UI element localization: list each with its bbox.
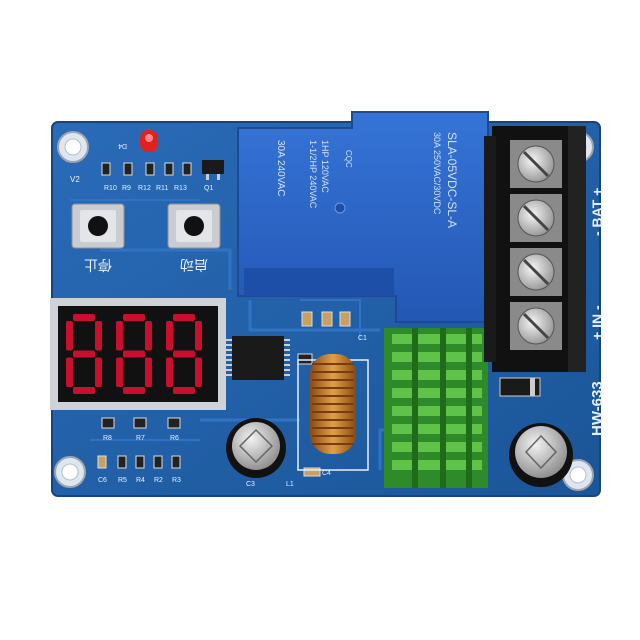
silk-r11: R11 bbox=[156, 185, 168, 192]
silk-r10: R10 bbox=[104, 185, 117, 192]
resistor-row-middle: R8 R7 R6 bbox=[101, 417, 181, 442]
segment-e bbox=[66, 357, 73, 387]
terminal-screw-2[interactable] bbox=[510, 194, 562, 242]
silk-c4: C4 bbox=[322, 470, 331, 477]
relay-model: SLA-05VDC-SL-A bbox=[445, 132, 459, 228]
segment-c bbox=[195, 357, 202, 387]
mounting-hole-top-left bbox=[57, 131, 89, 163]
silk-r5: R5 bbox=[118, 477, 127, 484]
relay-rating-3: 1-1/2HP 240VAC bbox=[308, 140, 318, 209]
segment-g bbox=[173, 350, 195, 358]
relay: SLA-05VDC-SL-A 30A 250VAC/30VDC 1HP 120V… bbox=[237, 111, 489, 323]
led-d4: D4 bbox=[118, 130, 158, 152]
start-button-label: 启动 bbox=[180, 257, 208, 273]
segment-c bbox=[145, 357, 152, 387]
silk-v2: V2 bbox=[70, 175, 80, 184]
inductor-coil: L1 bbox=[286, 354, 369, 488]
terminal-screw-3[interactable] bbox=[510, 248, 562, 296]
diode bbox=[499, 377, 541, 397]
resistor-row-bottom: C6 R5 R4 R2 R3 bbox=[97, 455, 181, 484]
segment-a bbox=[173, 314, 195, 321]
capacitor-c3: C3 bbox=[226, 418, 286, 488]
start-button[interactable]: 启动 bbox=[167, 203, 221, 273]
silk-d4: D4 bbox=[118, 142, 127, 149]
capacitor-c2 bbox=[509, 423, 573, 487]
relay-rating-1: 30A 250VAC/30VDC bbox=[432, 132, 442, 215]
silk-r13: R13 bbox=[174, 185, 187, 192]
segment-g bbox=[73, 350, 95, 358]
transistor-q1: Q1 bbox=[202, 160, 224, 192]
segment-g bbox=[123, 350, 145, 358]
board-model: HW-633 bbox=[589, 381, 606, 436]
display-digits bbox=[66, 314, 202, 394]
terminal-screw-1[interactable] bbox=[510, 140, 562, 188]
silk-c6: C6 bbox=[98, 477, 107, 484]
relay-rating-4: 30A 240VAC bbox=[275, 140, 286, 197]
segment-f bbox=[116, 321, 123, 351]
seven-segment-display: 888 bbox=[0, 0, 226, 410]
silk-l1: L1 bbox=[286, 481, 294, 488]
silk-c1: C1 bbox=[358, 335, 367, 342]
smd-parts-center: C4 C1 bbox=[297, 311, 367, 477]
terminal-label-bat: - BAT + bbox=[589, 188, 605, 236]
silk-r6: R6 bbox=[170, 435, 179, 442]
segment-e bbox=[116, 357, 123, 387]
resistor-row-top: R10 R9 R12 R11 R13 bbox=[101, 162, 192, 192]
segment-a bbox=[123, 314, 145, 321]
heatsink bbox=[384, 328, 488, 488]
silk-q1: Q1 bbox=[204, 185, 213, 192]
stop-button-label: 停止 bbox=[84, 257, 112, 273]
silk-r3: R3 bbox=[172, 477, 181, 484]
segment-d bbox=[73, 387, 95, 394]
stop-button[interactable]: 停止 bbox=[71, 203, 125, 273]
segment-f bbox=[66, 321, 73, 351]
relay-rating-2: 1HP 120VAC bbox=[320, 140, 330, 193]
segment-c bbox=[95, 357, 102, 387]
silk-c3: C3 bbox=[246, 481, 255, 488]
ic-chip bbox=[226, 336, 290, 380]
silk-r7: R7 bbox=[136, 435, 145, 442]
relay-cert-mark: CQC bbox=[344, 150, 353, 168]
silk-r4: R4 bbox=[136, 477, 145, 484]
terminal-screw-4[interactable] bbox=[510, 302, 562, 350]
mounting-hole-bottom-left bbox=[54, 456, 86, 488]
silk-r9: R9 bbox=[122, 185, 131, 192]
silk-r8: R8 bbox=[103, 435, 112, 442]
segment-d bbox=[173, 387, 195, 394]
display-value: 888 bbox=[0, 0, 2, 1]
silk-r2: R2 bbox=[154, 477, 163, 484]
silk-r12: R12 bbox=[138, 185, 151, 192]
terminal-label-in: + IN - bbox=[589, 305, 605, 340]
segment-b bbox=[195, 321, 202, 351]
segment-f bbox=[166, 321, 173, 351]
segment-b bbox=[145, 321, 152, 351]
segment-e bbox=[166, 357, 173, 387]
segment-d bbox=[123, 387, 145, 394]
segment-a bbox=[73, 314, 95, 321]
segment-b bbox=[95, 321, 102, 351]
